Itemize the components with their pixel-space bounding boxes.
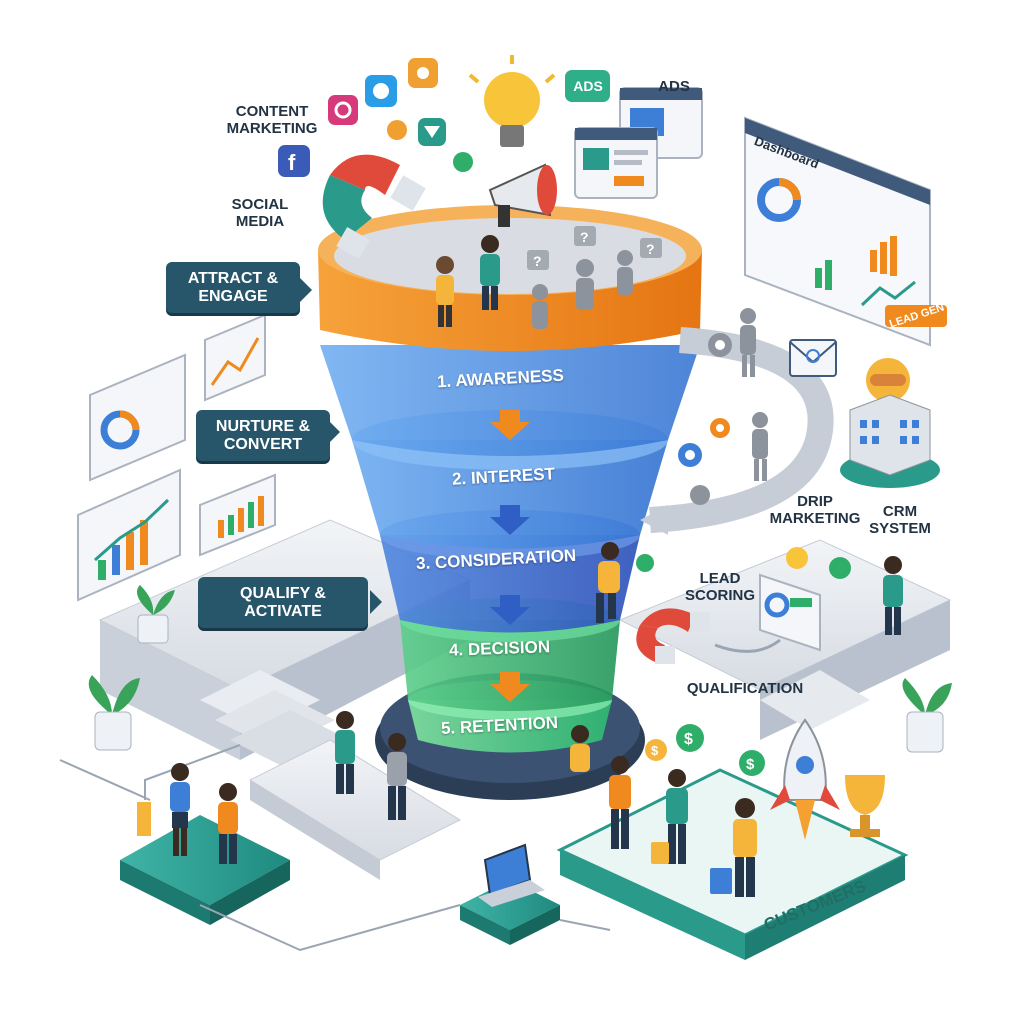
phase-nurture-convert: NURTURE & CONVERT [196,410,330,462]
phase-attract-line2: ENGAGE [198,287,268,305]
right-platform [618,539,952,740]
walking-gray-people [740,308,768,481]
qualification-arrow [714,638,781,653]
walking-person-teal [335,711,355,794]
pill-pointers [300,278,382,614]
rocket-icon [770,718,840,840]
svg-text:$: $ [684,731,693,748]
phase-qualify-line1: QUALIFY & [240,585,326,602]
stage-label-decision: 4. DECISION [448,637,551,660]
dollar-icon [645,724,765,776]
crm-system-label: CRM SYSTEM [869,503,931,538]
lightbulb-icon [468,55,556,147]
megaphone-icon [488,163,557,227]
svg-text:?: ? [646,241,655,257]
handshake-icon [866,358,910,402]
ads-label: ADS [658,78,690,95]
email-icon [789,339,837,377]
content-marketing-label: CONTENT MARKETING [226,103,318,138]
lead-scoring-label: LEAD SCORING [684,570,755,605]
plant-icon [88,585,952,753]
people-in-funnel: ??? [436,226,662,329]
walkway-center [248,739,462,880]
crm-building [840,394,940,488]
magnet-icon [322,154,426,260]
ads-badge [565,70,610,102]
funnel-band-awareness [318,205,702,456]
gear-icon [678,333,732,505]
walking-person-gray [387,733,407,820]
team-people [170,763,238,864]
pin-icon [387,120,407,140]
ads-badge-text: ADS [573,78,603,94]
bar-chart-pillar [137,802,151,836]
phase-qualify-activate: QUALIFY & ACTIVATE [198,577,368,629]
drip-flow-arrow [640,327,834,535]
stage-arrows [490,410,530,702]
trophy-icon [845,775,885,837]
svg-text:f: f [288,150,296,175]
lead-scoring-window [759,573,821,652]
chat-icon [418,118,446,146]
svg-text:$: $ [651,743,659,758]
pie-chart-window [89,353,186,482]
social-media-label: SOCIAL MEDIA [231,196,289,231]
ad-window-2 [574,127,658,199]
svg-text:?: ? [580,229,589,245]
customer-people [570,725,757,897]
bar-chart-window [77,468,181,602]
svg-text:?: ? [533,253,542,269]
connector-lines [59,744,611,952]
phase-attract-engage: ATTRACT & ENGAGE [166,262,300,314]
lightbulb-small-icon [786,547,808,569]
phase-nurture-line1: NURTURE & [215,418,311,435]
person-presenter [883,556,903,635]
climbing-person [596,542,620,623]
check-icon [453,152,473,172]
qualification-label: QUALIFICATION [686,680,804,697]
laptop-icon [478,843,545,907]
notification-icon [408,58,438,88]
drip-marketing-label: DRIP MARKETING [769,493,861,528]
twitter-icon [365,75,397,107]
instagram-icon [328,95,358,125]
line-chart-card [204,313,266,402]
check-circle-icon [636,554,851,579]
facebook-icon: f [278,145,310,177]
phase-qualify-line2: ACTIVATE [244,602,322,620]
phase-attract-line1: ATTRACT & [187,270,279,287]
shopping-bag-icon [651,842,732,894]
magnet-qualification-icon [636,608,710,664]
dashboard-panel [744,116,947,347]
mini-bar-card [199,473,276,557]
team-platform [120,815,290,925]
phase-nurture-line2: CONVERT [223,435,303,453]
svg-text:$: $ [746,756,755,773]
dollar-signs: $ $ $ [651,731,755,773]
